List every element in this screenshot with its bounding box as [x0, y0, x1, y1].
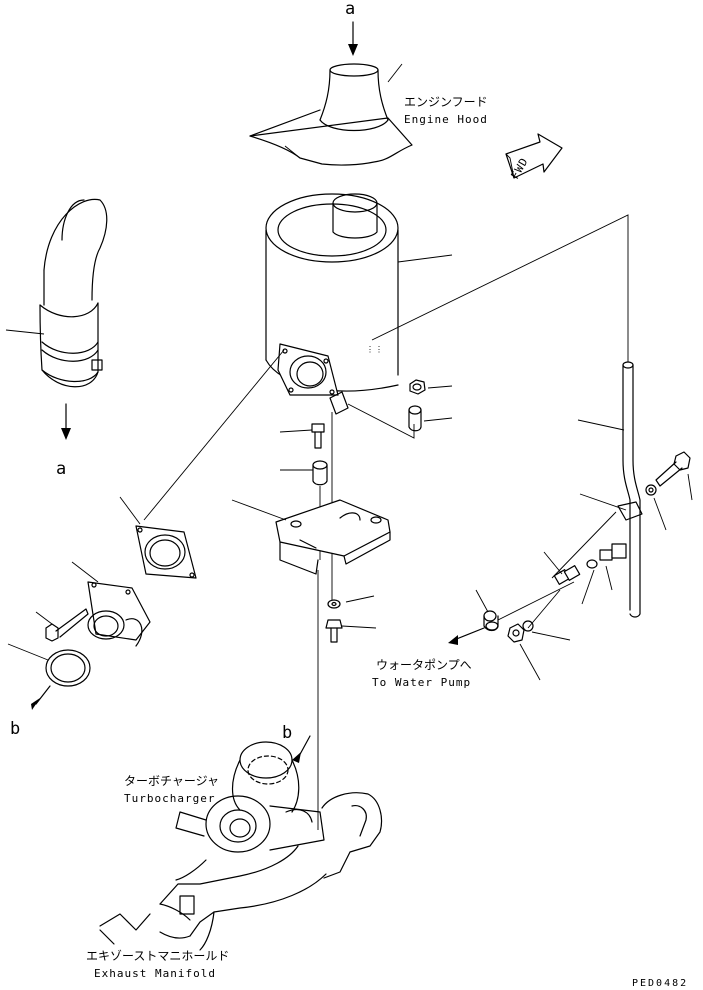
drawing-code: PED0482 [632, 978, 688, 989]
arrow-down-left-icon [31, 685, 51, 710]
washer [645, 484, 657, 496]
water-pump-label-en: To Water Pump [372, 676, 471, 689]
outlet-flange [277, 343, 339, 396]
air-cleaner: ⋮⋮ [265, 193, 399, 392]
marker-b-left: b [10, 719, 20, 739]
bolt [599, 543, 627, 561]
arrow-down-icon [348, 21, 358, 56]
turbocharger-label-en: Turbocharger [124, 792, 215, 805]
washer [327, 599, 341, 609]
washer [522, 620, 534, 632]
drain-tube [622, 361, 641, 618]
exhaust-manifold [99, 792, 383, 951]
turbocharger [175, 741, 325, 853]
marker-b-center: b [282, 723, 292, 743]
intake-hose [39, 198, 108, 388]
fwd-arrow-icon [505, 133, 563, 179]
elbow-fitting [87, 581, 151, 647]
arrow-down-left-icon [292, 735, 311, 763]
water-pump-label-jp: ウォータポンプへ [376, 658, 472, 672]
engine-hood-label-en: Engine Hood [404, 113, 488, 126]
fwd-label: FWD [508, 155, 531, 181]
arrow-down-left-icon [448, 627, 485, 645]
marker-a-top: a [345, 0, 355, 19]
spacer [483, 610, 499, 632]
engine-hood [249, 63, 413, 166]
bolt [311, 423, 325, 449]
arrow-down-icon [61, 403, 71, 440]
marker-a-left: a [56, 459, 66, 479]
bolt [45, 608, 89, 642]
exhaust-manifold-label-en: Exhaust Manifold [94, 967, 216, 980]
exhaust-manifold-label-jp: エキゾーストマニホールド [86, 949, 229, 963]
bolt [655, 451, 691, 487]
washer [586, 559, 598, 569]
gasket [135, 525, 197, 579]
connector [553, 565, 581, 585]
nut [409, 379, 426, 395]
engine-hood-label-jp: エンジンフード [404, 95, 488, 109]
spacer [408, 405, 422, 432]
svg-text:⋮⋮: ⋮⋮ [366, 345, 384, 354]
mounting-bracket [275, 499, 391, 575]
spacer [312, 460, 328, 486]
turbocharger-label-jp: ターボチャージャ [124, 774, 219, 788]
nut [507, 623, 525, 643]
clamp-ring [45, 649, 91, 687]
bolt [325, 619, 343, 643]
